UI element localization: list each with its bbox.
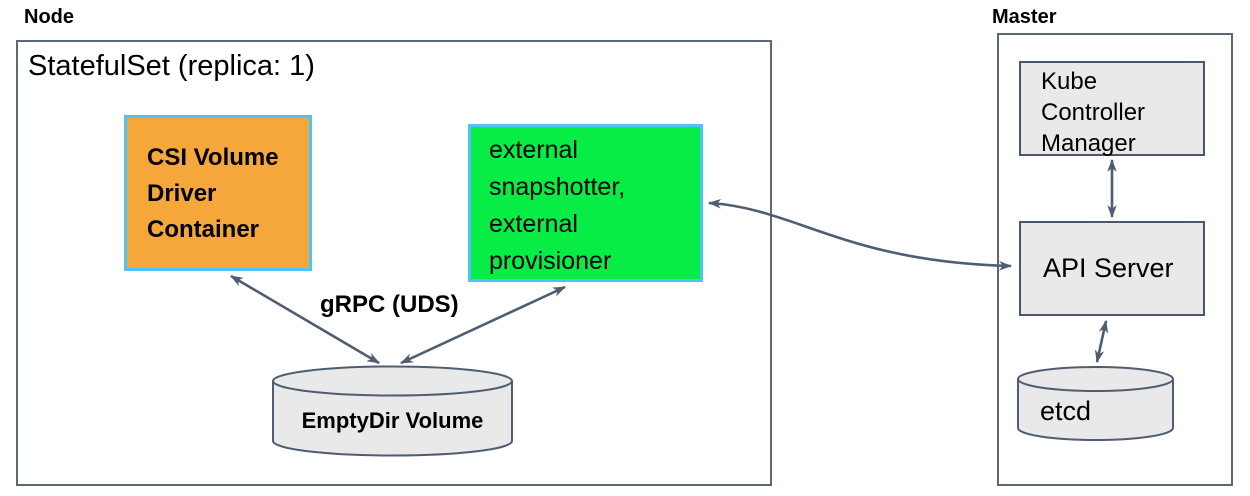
api-server-label: API Server — [1043, 253, 1174, 283]
grpc-uds-label: gRPC (UDS) — [320, 291, 459, 318]
node-group-label: Node — [24, 6, 74, 28]
api-server-box: API Server — [1019, 221, 1205, 316]
sidecar-containers-box: external snapshotter, external provision… — [468, 124, 703, 282]
kcm-box-line: Manager — [1041, 130, 1136, 157]
sidecar-box-line: provisioner — [489, 247, 612, 275]
etcd-label: etcd — [1040, 396, 1092, 426]
csi-box-line: Container — [147, 216, 260, 243]
kcm-box-line: Controller — [1041, 99, 1146, 126]
statefulset-title: StatefulSet (replica: 1) — [28, 50, 315, 82]
csi-volume-driver-box: CSI Volume Driver Container — [124, 115, 312, 271]
csi-box-line: Driver — [147, 180, 217, 207]
kcm-box-line: Kube — [1041, 68, 1098, 95]
sidecar-box-line: snapshotter, — [489, 173, 626, 201]
sidecar-box-line: external — [489, 136, 578, 164]
emptydir-volume-label: EmptyDir Volume — [301, 408, 484, 433]
sidecar-box-line: external — [489, 210, 578, 238]
csi-box-line: CSI Volume — [147, 144, 279, 171]
kube-controller-manager-box: Kube Controller Manager — [1019, 61, 1205, 157]
master-group-label: Master — [992, 6, 1057, 28]
